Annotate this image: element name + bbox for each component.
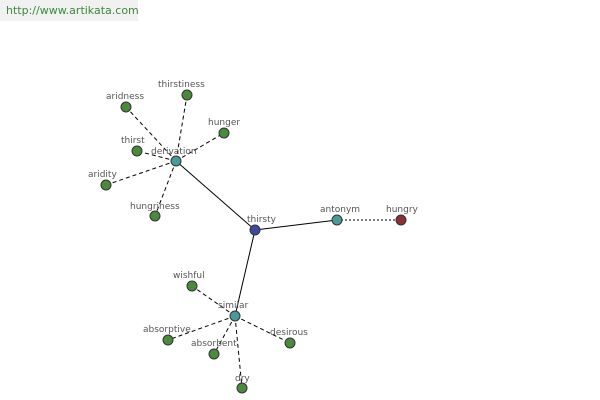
edge-derivation-hungriness: [154, 160, 177, 217]
edge-thirsty-derivation: [175, 160, 256, 231]
node-label-absorbent[interactable]: absorbent: [191, 339, 237, 349]
node-similar[interactable]: [229, 310, 241, 322]
edge-derivation-aridity: [105, 160, 177, 186]
url-bar: http://www.artikata.com: [0, 0, 139, 21]
graph-edges: [105, 94, 401, 389]
node-label-thirstiness[interactable]: thirstiness: [158, 80, 205, 90]
node-label-absorptive[interactable]: absorptive: [143, 325, 191, 335]
node-thirstiness[interactable]: [181, 89, 193, 101]
node-label-thirsty[interactable]: thirsty: [247, 215, 277, 225]
edge-similar-absorptive: [167, 315, 236, 341]
node-hungriness[interactable]: [149, 210, 161, 222]
node-label-antonym[interactable]: antonym: [320, 205, 360, 215]
node-antonym[interactable]: [331, 214, 343, 226]
node-label-dry[interactable]: dry: [235, 374, 250, 384]
node-label-aridness[interactable]: aridness: [106, 92, 144, 102]
node-label-aridity[interactable]: aridity: [88, 170, 117, 180]
node-label-wishful[interactable]: wishful: [173, 271, 205, 281]
node-absorptive[interactable]: [162, 334, 174, 346]
graph-labels: thirsty derivation antonym similar hungry ari…: [88, 80, 419, 384]
node-label-desirous[interactable]: desirous: [270, 328, 308, 338]
node-wishful[interactable]: [186, 280, 198, 292]
edge-similar-desirous: [234, 315, 291, 344]
node-label-similar[interactable]: similar: [218, 301, 248, 311]
node-derivation[interactable]: [170, 155, 182, 167]
site-url-link[interactable]: http://www.artikata.com: [6, 4, 139, 17]
node-thirst[interactable]: [131, 145, 143, 157]
node-label-hunger[interactable]: hunger: [208, 118, 240, 128]
edge-similar-wishful: [191, 285, 236, 317]
node-dry[interactable]: [236, 382, 248, 394]
edge-similar-absorbent: [213, 315, 236, 355]
node-absorbent[interactable]: [208, 348, 220, 360]
edge-thirsty-antonym: [254, 219, 338, 231]
node-aridness[interactable]: [120, 101, 132, 113]
node-hungry[interactable]: [395, 214, 407, 226]
node-label-hungry[interactable]: hungry: [386, 205, 419, 215]
node-hunger[interactable]: [218, 127, 230, 139]
node-thirsty[interactable]: [249, 224, 261, 236]
edge-similar-dry: [234, 315, 243, 389]
node-label-thirst[interactable]: thirst: [121, 136, 145, 146]
graph-nodes: [100, 89, 407, 394]
node-desirous[interactable]: [284, 337, 296, 349]
edge-derivation-hunger: [175, 132, 225, 162]
edge-derivation-aridness: [125, 106, 177, 162]
node-label-hungriness[interactable]: hungriness: [130, 202, 180, 212]
node-label-derivation[interactable]: derivation: [151, 147, 197, 157]
edge-thirsty-similar: [234, 229, 256, 317]
node-aridity[interactable]: [100, 179, 112, 191]
